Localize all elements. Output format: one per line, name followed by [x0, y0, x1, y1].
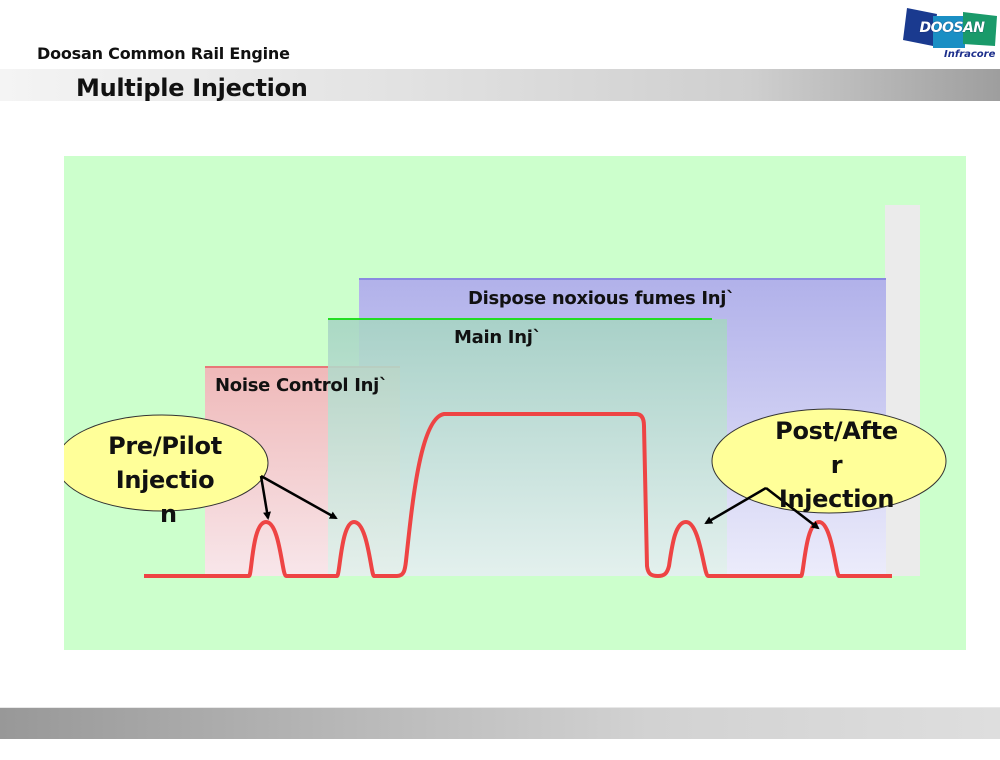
post-after-callout-text: Post/Afte r Injection — [754, 414, 919, 516]
arrow-pre-1 — [259, 475, 271, 520]
pre-pilot-line-1: Pre/Pilot — [108, 432, 222, 460]
arrow-post-1 — [704, 486, 767, 525]
pre-pilot-line-2: Injectio — [115, 466, 215, 494]
injection-rate-curve — [144, 412, 892, 578]
post-after-line-2: r — [830, 451, 843, 479]
page-title: Multiple Injection — [76, 74, 308, 102]
pre-pilot-line-3: n — [160, 500, 177, 528]
header-subtitle: Doosan Common Rail Engine — [37, 44, 290, 63]
footer-bar — [0, 707, 1000, 739]
zone-noise-control-label: Noise Control Inj` — [215, 375, 388, 396]
title-bar — [0, 69, 1000, 101]
post-after-line-1: Post/Afte — [775, 417, 898, 445]
right-grey-bar — [885, 205, 920, 576]
zone-main — [328, 319, 727, 576]
logo-block-green — [963, 12, 997, 46]
logo-division-text: Infracore — [944, 49, 996, 60]
injection-diagram: Dispose noxious fumes Inj` Main Inj` Noi… — [64, 156, 966, 650]
logo-block-blue — [903, 8, 937, 46]
doosan-logo — [903, 8, 997, 48]
arrow-post-2 — [765, 487, 820, 530]
logo-brand-text: DOOSAN — [919, 20, 985, 36]
pre-pilot-callout — [64, 414, 269, 512]
logo-block-cyan — [933, 16, 965, 48]
zone-dispose-noxious-label: Dispose noxious fumes Inj` — [468, 288, 735, 309]
diagram-canvas — [64, 205, 947, 578]
zone-main-label: Main Inj` — [454, 327, 542, 348]
post-after-line-3: Injection — [778, 485, 895, 513]
arrow-pre-2 — [260, 474, 338, 520]
post-after-callout — [711, 408, 947, 514]
pre-pilot-callout-text: Pre/Pilot Injectio n — [80, 429, 250, 531]
